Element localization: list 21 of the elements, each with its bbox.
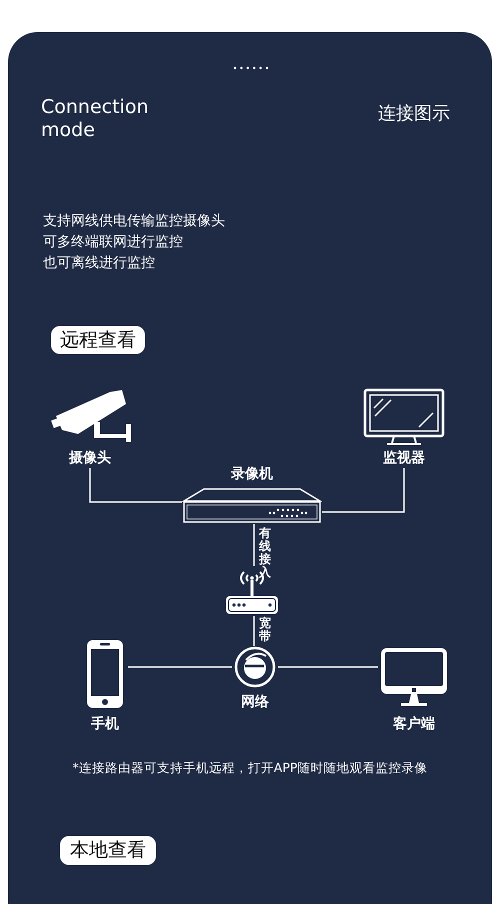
- device-label: 监视器: [382, 450, 426, 466]
- device-label: 客户端: [392, 716, 436, 732]
- connector-line: [253, 616, 255, 646]
- heading: 连接图示: [378, 103, 450, 125]
- device-label: 录像机: [230, 466, 274, 482]
- section-tag: 远程查看: [51, 326, 145, 354]
- description-line: 也可离线进行监控: [43, 254, 155, 272]
- device-label: 摄像头: [68, 450, 112, 466]
- connector-line: [253, 524, 255, 566]
- description-line: 支持网线供电传输监控摄像头: [43, 212, 225, 230]
- description-line: 可多终端联网进行监控: [43, 233, 183, 251]
- connector-line: [89, 468, 182, 503]
- device-label: 网络: [240, 694, 270, 710]
- edge-label: 宽带: [259, 617, 272, 643]
- connector-line: [128, 666, 232, 668]
- title: Connection mode: [41, 96, 150, 142]
- device-label: 手机: [90, 716, 120, 732]
- footnote: *连接路由器可支持手机远程，打开APP随时随地观看监控录像: [72, 760, 428, 776]
- connector-line: [322, 468, 405, 513]
- section-tag: 本地查看: [60, 836, 156, 865]
- connector-line: [278, 666, 378, 668]
